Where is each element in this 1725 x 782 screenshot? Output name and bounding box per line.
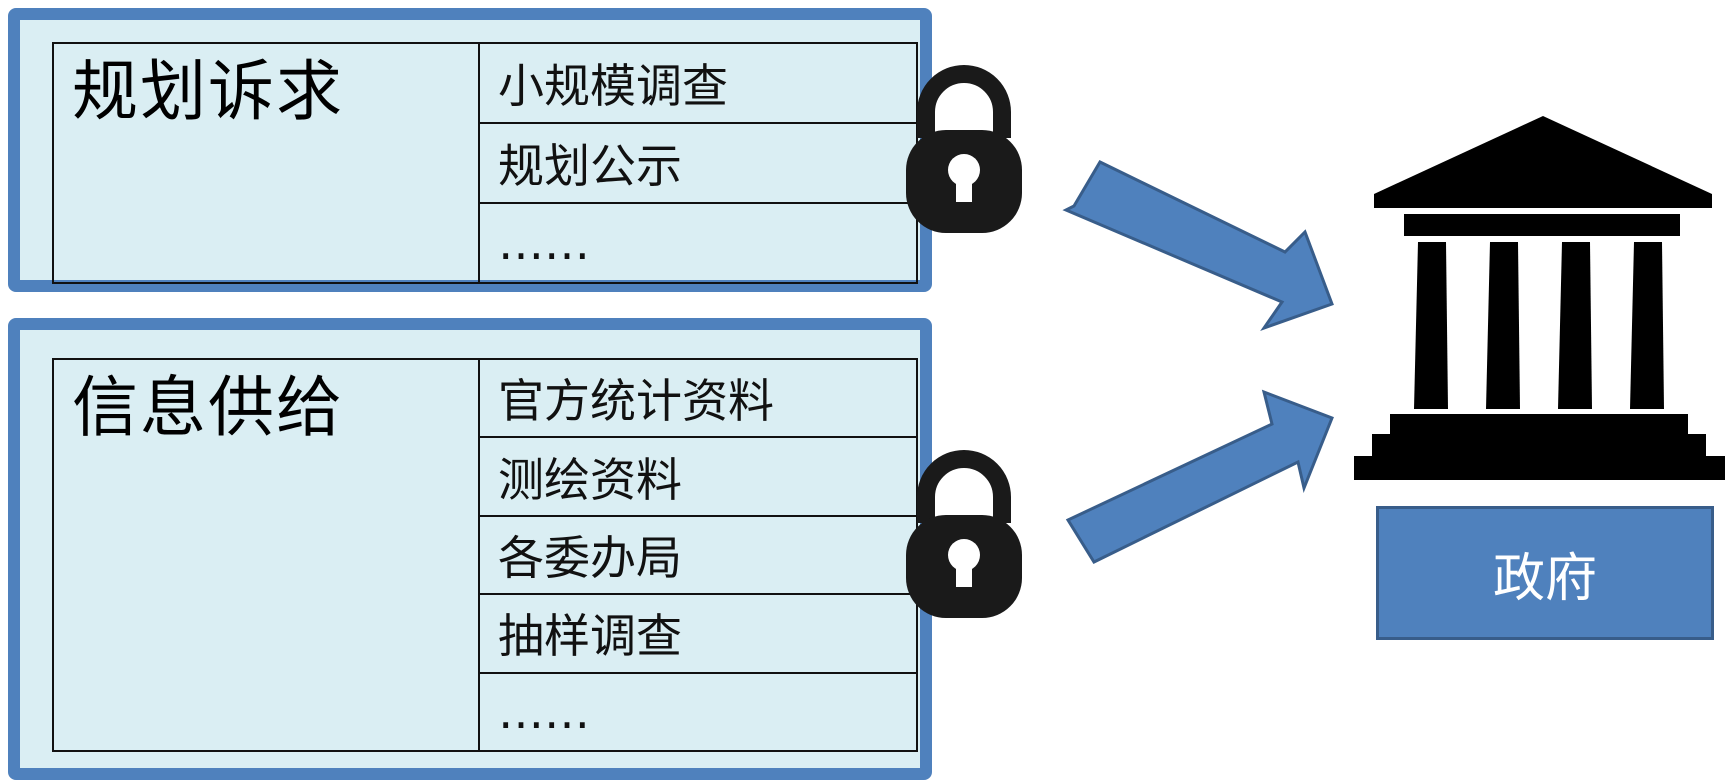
information-supply-item: 官方统计资料 xyxy=(480,360,916,439)
government-box: 政府 xyxy=(1376,506,1714,640)
government-building-icon xyxy=(1354,116,1725,480)
padlock-icon xyxy=(906,450,1022,618)
information-supply-table: 信息供给 官方统计资料 测绘资料 各委办局 抽样调查 …… xyxy=(52,358,918,752)
information-supply-item: 抽样调查 xyxy=(480,595,916,674)
planning-demand-items: 小规模调查 规划公示 …… xyxy=(480,44,916,282)
information-supply-item: …… xyxy=(498,684,590,739)
information-supply-item: 各委办局 xyxy=(480,517,916,596)
planning-demand-item: 规划公示 xyxy=(480,124,916,204)
planning-demand-item: 小规模调查 xyxy=(480,44,916,124)
planning-demand-title: 规划诉求 xyxy=(72,53,344,130)
arrow-right-icon xyxy=(1065,389,1334,564)
information-supply-title: 信息供给 xyxy=(72,369,344,446)
information-supply-panel: 信息供给 官方统计资料 测绘资料 各委办局 抽样调查 …… xyxy=(8,318,932,780)
information-supply-title-cell: 信息供给 xyxy=(54,360,480,750)
government-label: 政府 xyxy=(1492,548,1597,609)
planning-demand-title-cell: 规划诉求 xyxy=(54,44,480,282)
planning-demand-table: 规划诉求 小规模调查 规划公示 …… xyxy=(52,42,918,284)
padlock-icon xyxy=(906,65,1022,233)
information-supply-items: 官方统计资料 测绘资料 各委办局 抽样调查 …… xyxy=(480,360,916,750)
information-supply-item: 测绘资料 xyxy=(480,438,916,517)
planning-demand-panel: 规划诉求 小规模调查 规划公示 …… xyxy=(8,8,932,292)
arrow-right-icon xyxy=(1062,160,1334,331)
planning-demand-item: …… xyxy=(498,216,590,270)
